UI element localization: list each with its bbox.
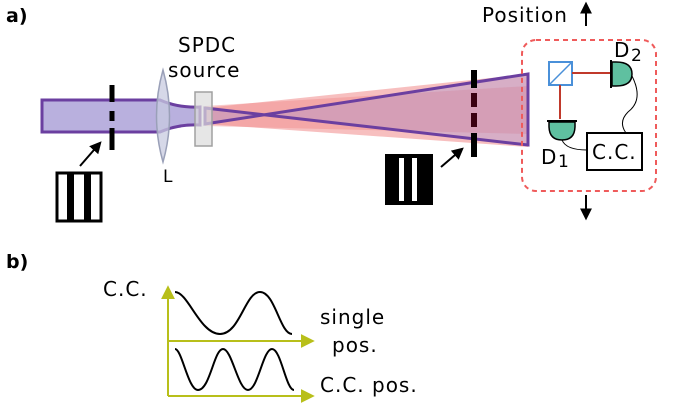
slit-pattern-left [55, 171, 103, 223]
arrow-left [79, 141, 102, 167]
detector-d2-sub: 2 [631, 46, 642, 66]
detector-d2-label: D [614, 38, 630, 62]
pump-beam [40, 98, 202, 134]
spdc-label-line1: SPDC [178, 33, 236, 57]
curve-cc-pos [174, 347, 295, 392]
detector-d1 [547, 120, 577, 141]
detection-box [521, 39, 657, 192]
curve1-label-line2: pos. [332, 333, 378, 357]
curve2-label: C.C. pos. [320, 373, 418, 397]
panel-b-label: b) [6, 251, 28, 273]
arrow-right [440, 147, 464, 168]
slit-pattern-right [385, 154, 433, 205]
spdc-cone-2 [205, 86, 528, 134]
position-label: Position [482, 3, 568, 27]
spdc-crystal [194, 91, 213, 147]
detector-d1-label: D [541, 145, 557, 169]
yaxis-label: C.C. [103, 277, 148, 301]
coincidence-counter [586, 132, 643, 171]
curve1-label-line1: single [320, 305, 385, 329]
cable-d1 [561, 139, 588, 151]
detector-d2 [610, 60, 633, 88]
curve-single-pos [174, 290, 293, 336]
spdc-cone-1 [205, 74, 528, 147]
lens [155, 67, 171, 165]
spdc-label-line2: source [168, 58, 240, 82]
detector-d1-sub: 1 [558, 152, 569, 172]
lens-label: L [163, 167, 173, 187]
beamsplitter [548, 61, 573, 86]
coincidence-label: C.C. [592, 140, 637, 164]
panel-a-label: a) [6, 5, 28, 27]
cable-d2 [622, 75, 638, 134]
